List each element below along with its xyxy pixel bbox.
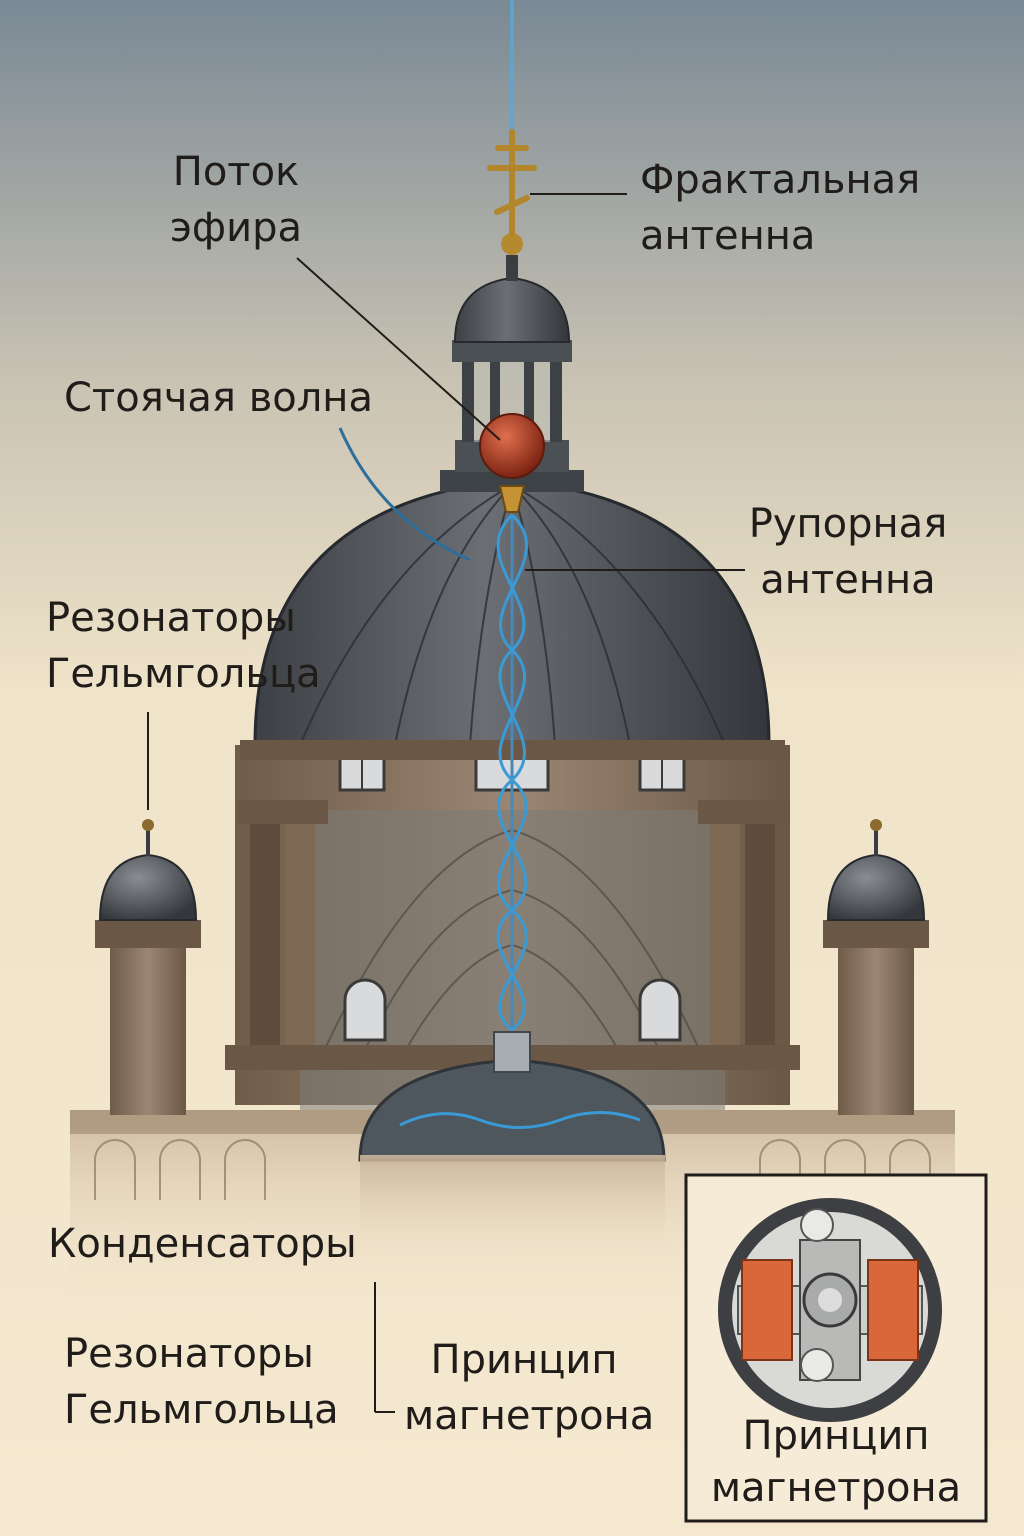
cross-finial-ball (501, 233, 523, 255)
right-turret (823, 819, 929, 1115)
label-standing-wave: Стоячая волна (64, 375, 373, 421)
magnetron-inset (684, 1173, 988, 1523)
left-turret (95, 819, 201, 1115)
horn-antenna-element (498, 485, 526, 513)
capacitor-box (493, 1031, 531, 1073)
standing-wave-helix (399, 513, 641, 1129)
left-copper-block (741, 1259, 793, 1361)
fractal-antenna-cross (487, 129, 537, 237)
label-capacitors: Конденсаторы (48, 1221, 357, 1267)
leader-lines (147, 193, 745, 1413)
standing-wave-sphere (479, 413, 545, 479)
right-copper-block (867, 1259, 919, 1361)
